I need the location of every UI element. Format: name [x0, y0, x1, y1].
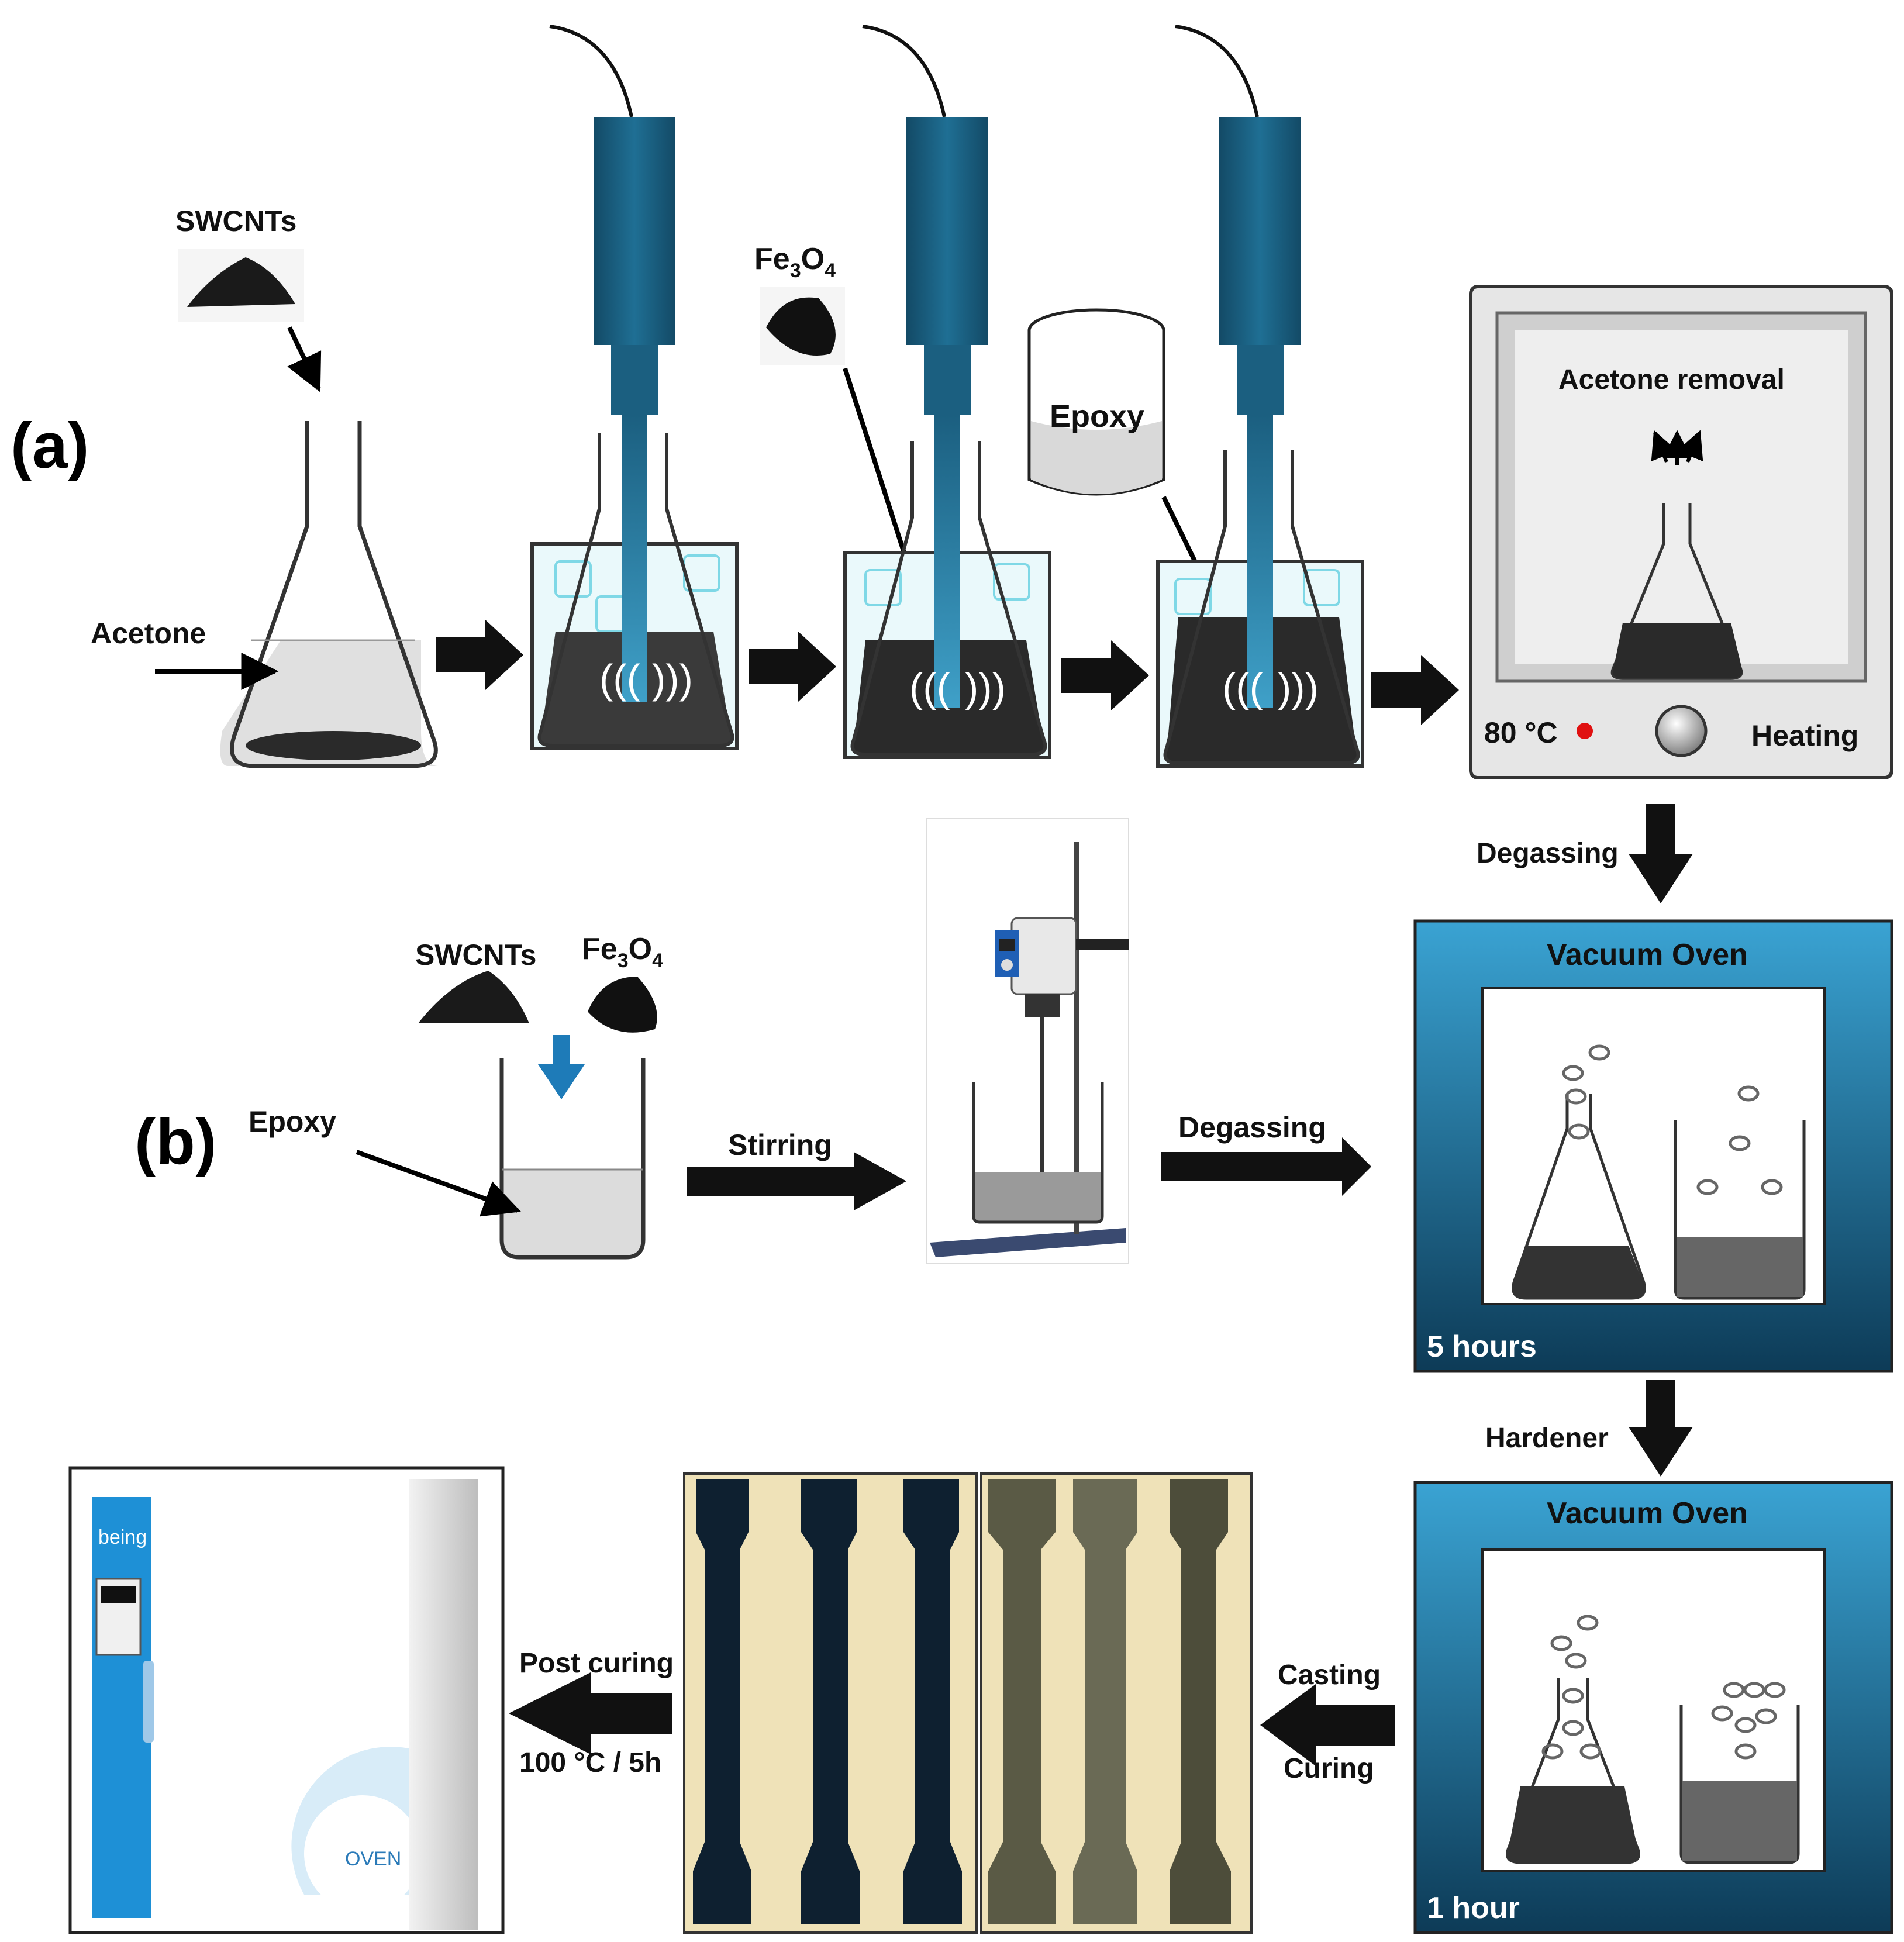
degassing-arrow-b — [1161, 1137, 1371, 1196]
stage-arrow-2 — [749, 632, 836, 702]
post-curing-label: Post curing — [519, 1648, 674, 1679]
overhead-stirrer — [926, 818, 1129, 1264]
laboratory-oven — [68, 1466, 505, 1934]
vacuum-oven-1-title: Vacuum Oven — [1547, 938, 1748, 972]
oven-badge: OVEN — [345, 1848, 401, 1870]
degassing-label-b: Degassing — [1178, 1111, 1326, 1144]
specimen-photo-black — [683, 1472, 978, 1934]
sonication-stage-1: ((( ))) — [530, 25, 739, 750]
vacuum-oven-2 — [1413, 1481, 1893, 1934]
swcnts-label: SWCNTs — [175, 205, 296, 237]
casting-curing-arrow — [1260, 1684, 1395, 1766]
stage-arrow-1 — [436, 620, 523, 690]
epoxy-arrow-b — [356, 1150, 522, 1217]
panel-label-b: (b) — [134, 1106, 216, 1178]
vacuum-oven-1-duration: 5 hours — [1427, 1330, 1537, 1364]
vacuum-oven-2-duration: 1 hour — [1427, 1891, 1520, 1925]
sonication-stage-2: ((( ))) — [843, 25, 1051, 759]
casting-label: Casting — [1278, 1660, 1381, 1691]
flask-acetone — [220, 421, 439, 768]
epoxy-label-a: Epoxy — [1050, 399, 1144, 434]
fe3o4-powder-image — [760, 287, 845, 365]
panel-label-a: (a) — [11, 410, 89, 482]
degassing-arrow-down — [1629, 804, 1693, 903]
stirring-label: Stirring — [728, 1129, 832, 1161]
degassing-label-a: Degassing — [1477, 838, 1619, 869]
post-curing-arrow — [509, 1672, 672, 1754]
swcnt-to-flask-arrow — [287, 326, 322, 392]
fe3o4-powder-image-b — [588, 977, 657, 1033]
curing-label: Curing — [1284, 1753, 1374, 1784]
swcnt-powder-image — [178, 249, 304, 322]
hardener-label: Hardener — [1485, 1423, 1609, 1454]
epoxy-label-b: Epoxy — [249, 1105, 336, 1138]
sonication-stage-3: ((( ))) — [1156, 25, 1364, 768]
acetone-label: Acetone — [91, 617, 206, 650]
epoxy-mixing-beaker — [499, 1058, 646, 1260]
svg-text:))): ))) — [652, 656, 693, 702]
oven-brand-logo: being — [98, 1526, 147, 1548]
temperature-label: 80 °C — [1484, 716, 1558, 749]
svg-text:(((: ((( — [909, 665, 950, 710]
fe3o4-label-b: Fe3O4 — [582, 932, 663, 972]
svg-text:))): ))) — [1278, 665, 1319, 710]
vacuum-oven-2-title: Vacuum Oven — [1547, 1496, 1748, 1530]
heater-indicator-light — [1577, 723, 1593, 739]
swcnt-powder-image-b — [418, 971, 529, 1023]
heating-label: Heating — [1751, 719, 1858, 752]
acetone-removal-label: Acetone removal — [1558, 364, 1785, 395]
specimen-photo-gray — [980, 1472, 1253, 1934]
stage-arrow-3 — [1061, 640, 1149, 710]
svg-text:(((: ((( — [1222, 665, 1263, 710]
hardener-arrow-down — [1629, 1380, 1693, 1477]
swcnts-label-b: SWCNTs — [415, 939, 536, 971]
stage-arrow-4 — [1371, 655, 1459, 725]
epoxy-beaker — [1027, 308, 1165, 496]
stirring-arrow — [687, 1152, 906, 1210]
svg-text:))): ))) — [965, 665, 1006, 710]
heating-oven — [1469, 285, 1893, 779]
svg-text:(((: ((( — [599, 656, 640, 702]
fe3o4-label-a: Fe3O4 — [754, 242, 836, 282]
heater-knob — [1655, 705, 1708, 757]
powder-into-epoxy-arrow — [538, 1035, 585, 1099]
vacuum-oven-1 — [1413, 919, 1893, 1373]
